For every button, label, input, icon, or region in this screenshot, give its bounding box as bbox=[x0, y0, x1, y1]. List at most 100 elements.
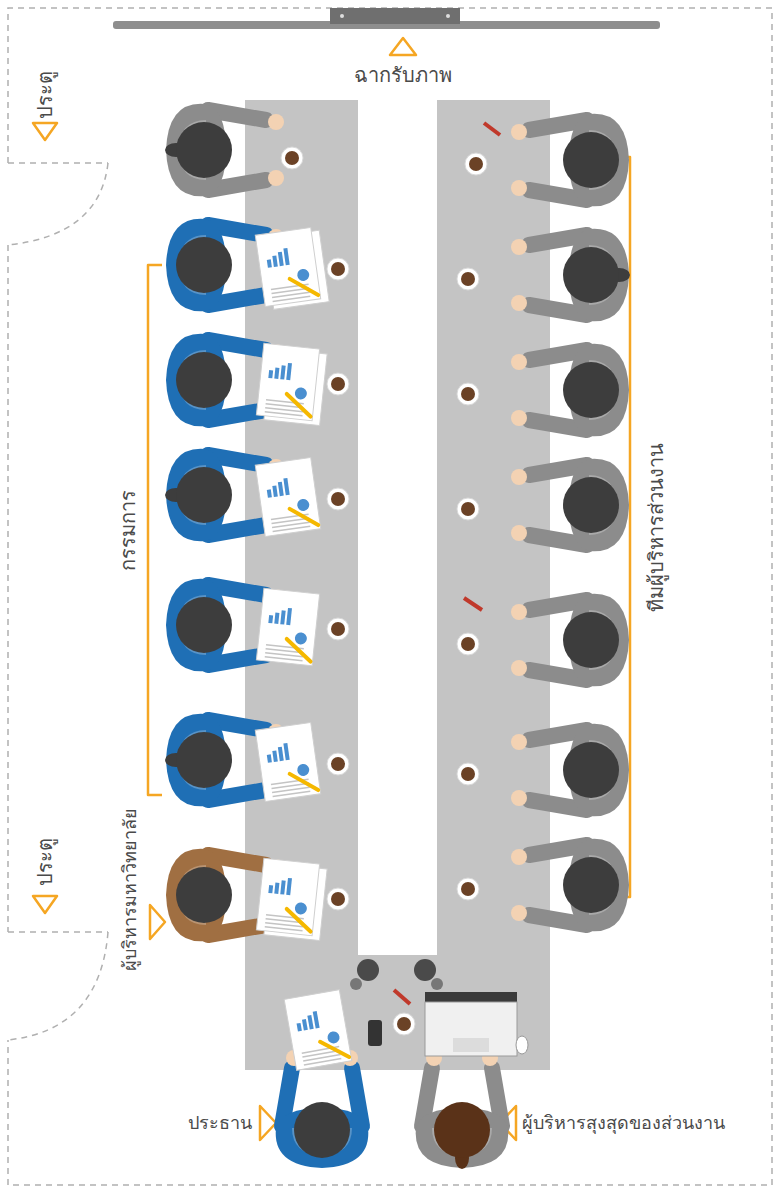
phone bbox=[368, 1020, 382, 1046]
hand bbox=[268, 114, 284, 130]
person bbox=[416, 1050, 509, 1169]
chart-bar bbox=[286, 878, 292, 895]
chart-bar bbox=[280, 365, 285, 379]
chart-bar bbox=[278, 482, 284, 496]
cup bbox=[457, 878, 479, 900]
label: กรรมการ bbox=[115, 490, 139, 571]
chart-bar bbox=[274, 613, 279, 624]
hand bbox=[511, 660, 527, 676]
paper-sheet bbox=[255, 457, 320, 536]
head bbox=[563, 742, 619, 798]
microphones bbox=[350, 959, 443, 990]
chart-bar bbox=[297, 1023, 302, 1032]
glasses bbox=[394, 990, 410, 1004]
chart-bar bbox=[268, 615, 273, 623]
text-line bbox=[265, 923, 303, 927]
glasses bbox=[464, 598, 482, 610]
hand bbox=[511, 604, 527, 620]
person bbox=[511, 594, 629, 687]
door-leaf bbox=[8, 162, 108, 164]
person bbox=[165, 104, 284, 197]
hand bbox=[511, 849, 527, 865]
door-swing bbox=[8, 932, 108, 1040]
pie-chart bbox=[327, 1030, 341, 1044]
text-line bbox=[265, 657, 303, 661]
documents bbox=[255, 457, 320, 536]
marker-triangle bbox=[150, 905, 165, 939]
coffee bbox=[461, 767, 475, 781]
paper-sheet bbox=[256, 858, 319, 935]
cup bbox=[327, 488, 349, 510]
cup bbox=[327, 618, 349, 640]
person bbox=[511, 839, 629, 932]
hand bbox=[511, 734, 527, 750]
head bbox=[563, 362, 619, 418]
hand bbox=[511, 525, 527, 541]
cup bbox=[465, 153, 487, 175]
person bbox=[276, 1050, 369, 1168]
coffee bbox=[461, 502, 475, 516]
documents bbox=[284, 990, 352, 1071]
cup bbox=[457, 763, 479, 785]
chart-bar bbox=[283, 478, 289, 495]
trackpad bbox=[453, 1038, 489, 1052]
head bbox=[563, 612, 619, 668]
coffee bbox=[285, 151, 299, 165]
cup bbox=[327, 373, 349, 395]
pencil bbox=[290, 275, 319, 298]
hand bbox=[511, 410, 527, 426]
screen-mount bbox=[330, 8, 460, 24]
marker-triangle bbox=[260, 1106, 276, 1140]
hand bbox=[511, 354, 527, 370]
coffee-cup bbox=[457, 763, 479, 785]
screw bbox=[446, 14, 450, 18]
pencil bbox=[285, 639, 313, 662]
documents bbox=[255, 722, 320, 801]
chart-bar bbox=[313, 1011, 320, 1028]
paper-sheet bbox=[255, 227, 320, 306]
cup bbox=[457, 633, 479, 655]
cup bbox=[393, 1013, 415, 1035]
coffee-cup bbox=[327, 488, 349, 510]
microphone bbox=[357, 959, 379, 981]
markers bbox=[33, 38, 630, 1140]
person bbox=[511, 229, 630, 322]
paper-sheet bbox=[256, 343, 319, 420]
coffee bbox=[331, 377, 345, 391]
glasses bbox=[484, 123, 500, 135]
laptop bbox=[425, 992, 528, 1056]
documents bbox=[255, 226, 329, 310]
chart-bar bbox=[280, 610, 285, 624]
chart-bar bbox=[278, 747, 284, 761]
text-line bbox=[273, 296, 311, 301]
label: ผู้บริหารสุงสุดของส่วนงาน bbox=[522, 1112, 725, 1134]
coffee-cup bbox=[327, 258, 349, 280]
coffee bbox=[461, 882, 475, 896]
head bbox=[294, 1102, 350, 1158]
documents bbox=[256, 588, 319, 665]
coffee bbox=[397, 1017, 411, 1031]
microphone-base bbox=[431, 978, 443, 990]
laptop-screen bbox=[425, 992, 517, 1002]
coffee-cup bbox=[327, 373, 349, 395]
head bbox=[176, 237, 232, 293]
head bbox=[176, 732, 232, 788]
pencil bbox=[290, 505, 319, 528]
room-walls bbox=[8, 8, 772, 1185]
person bbox=[511, 344, 629, 437]
chart-bar bbox=[274, 368, 279, 379]
head bbox=[434, 1102, 490, 1158]
laptop-base bbox=[425, 1002, 517, 1056]
head bbox=[176, 467, 232, 523]
paper-sheet bbox=[256, 588, 319, 665]
cup bbox=[327, 753, 349, 775]
pie-chart bbox=[296, 498, 310, 512]
documents bbox=[256, 858, 328, 940]
coffee-cup bbox=[327, 618, 349, 640]
chart-bar bbox=[272, 256, 277, 267]
coffee bbox=[461, 387, 475, 401]
wall bbox=[8, 8, 772, 1185]
hand bbox=[511, 239, 527, 255]
microphone-base bbox=[350, 978, 362, 990]
text-line bbox=[265, 408, 303, 412]
